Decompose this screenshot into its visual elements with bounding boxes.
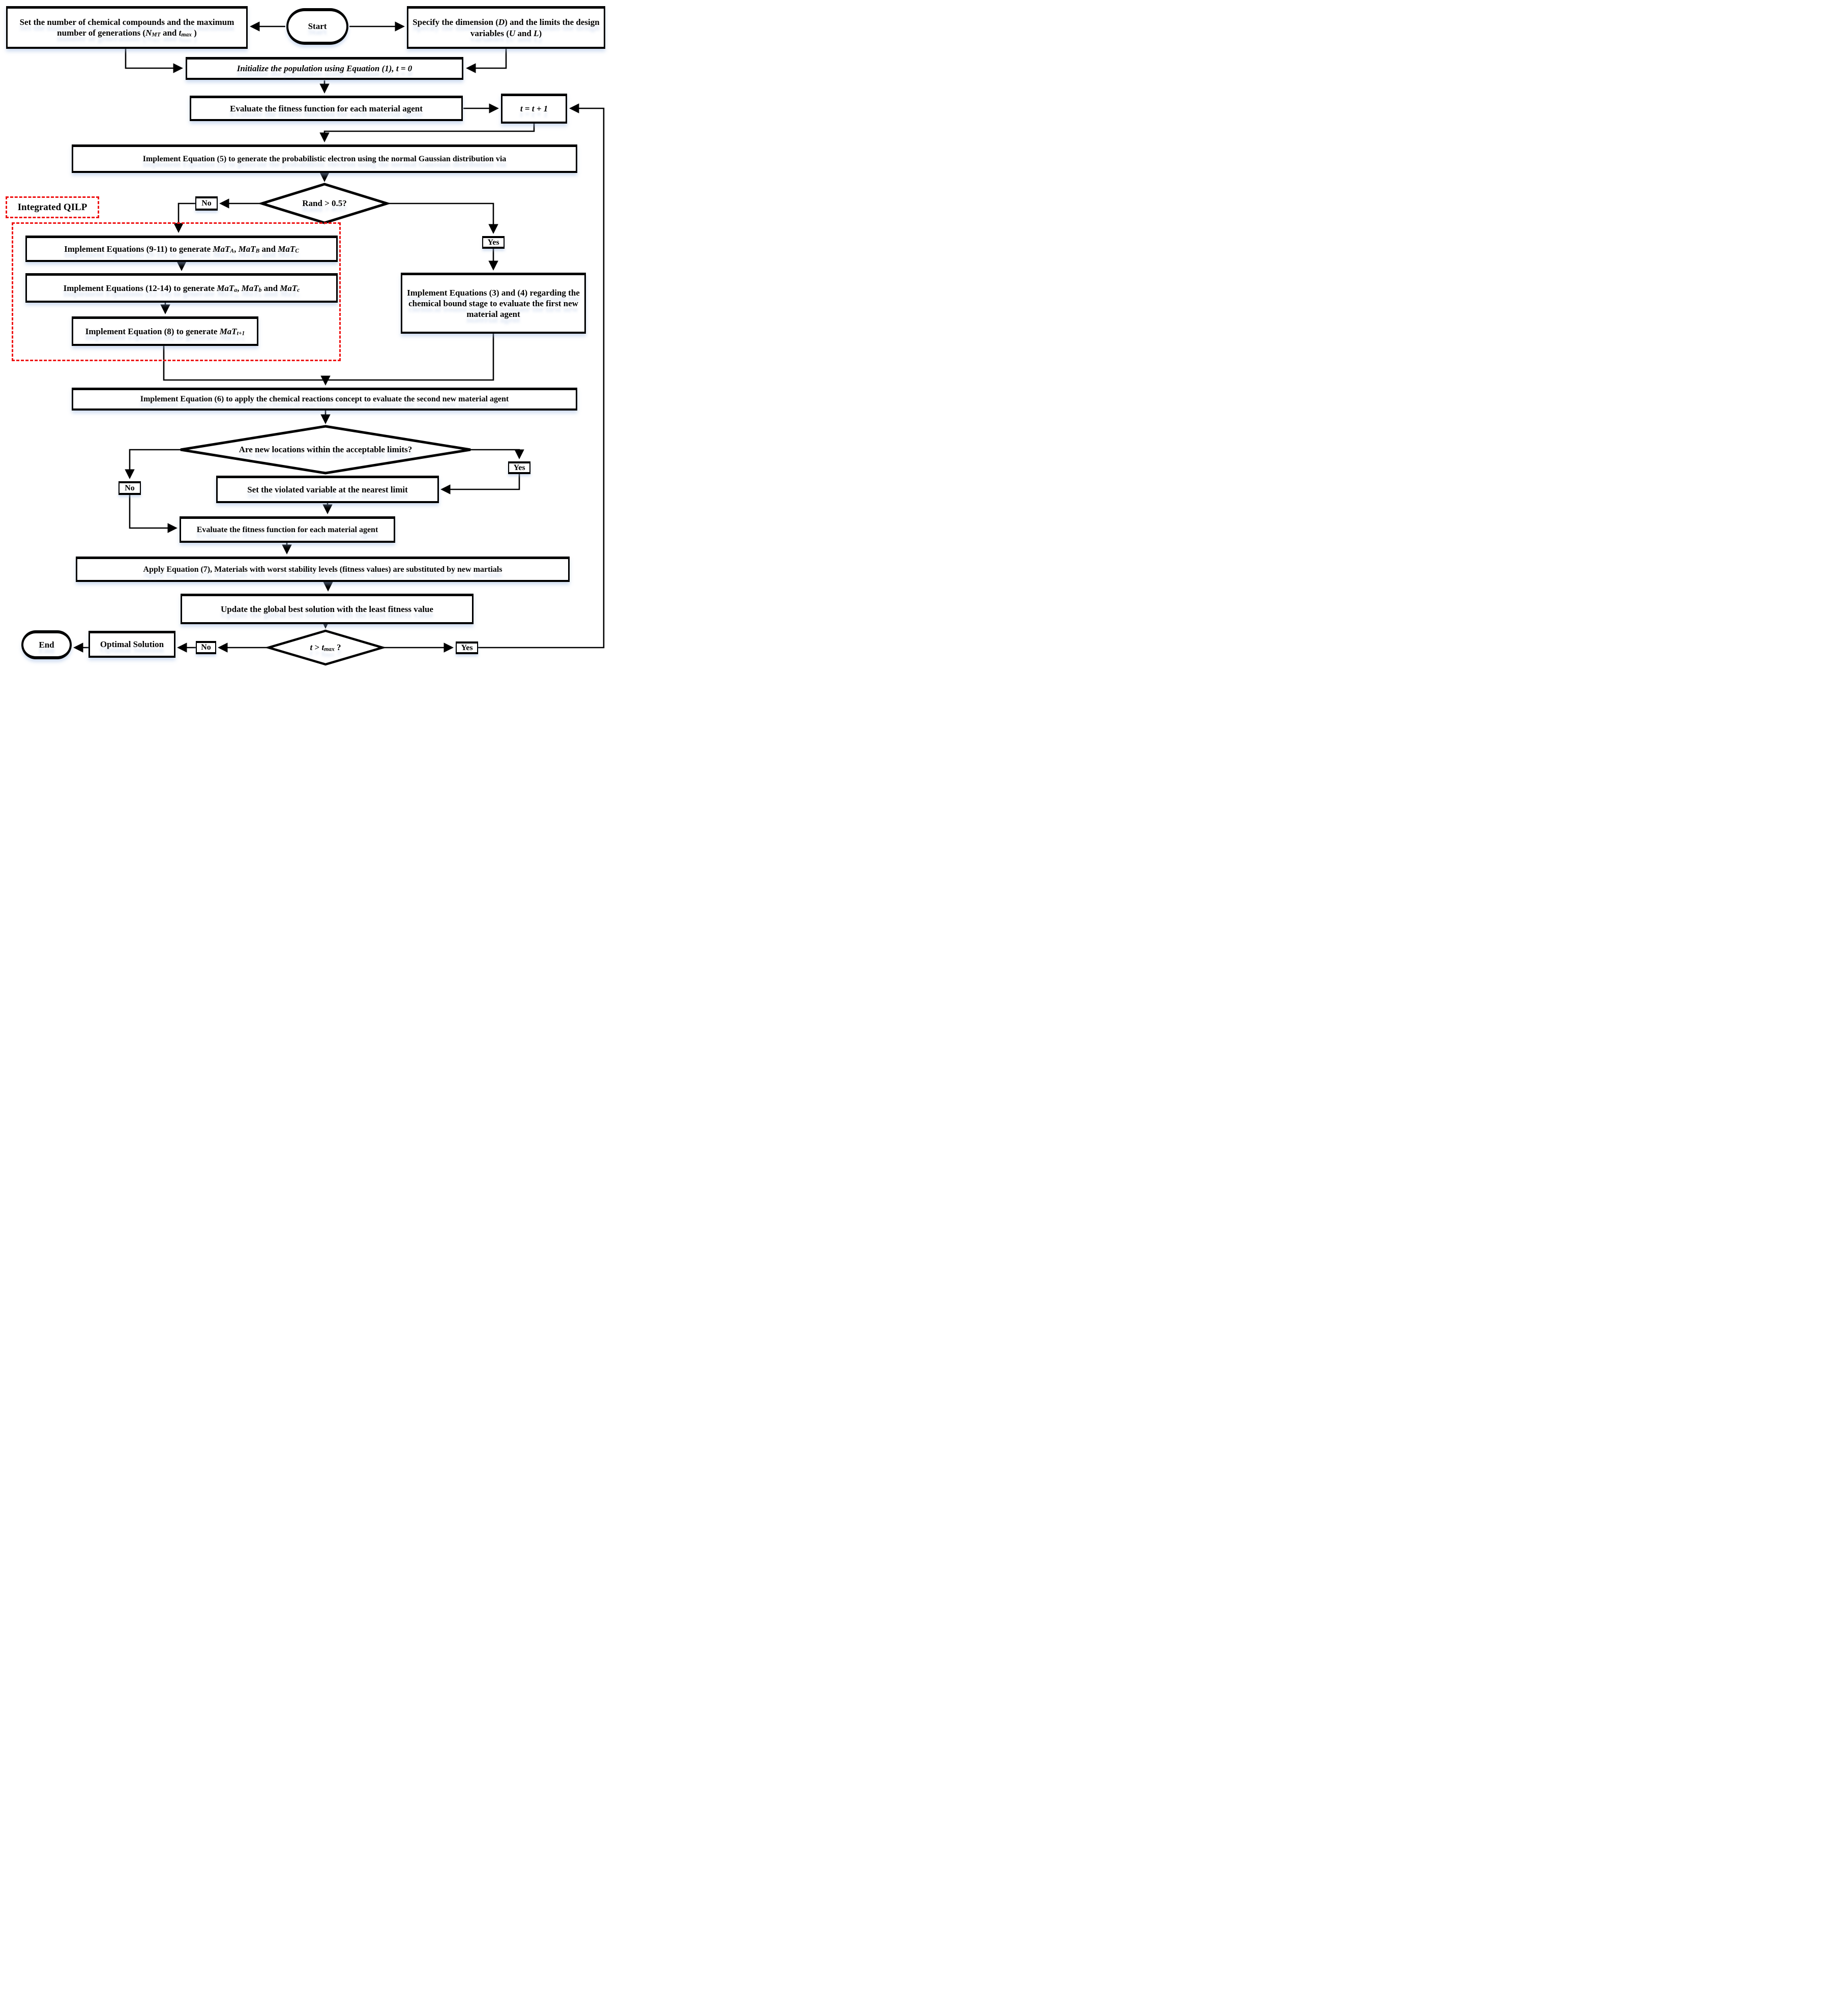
step-eq1214-text: Implement Equations (12-14) to generate …: [63, 283, 300, 293]
branch-yes-2: Yes: [508, 461, 530, 474]
step-eq8-text: Implement Equation (8) to generate MaTt+…: [85, 326, 245, 336]
step-set-compounds-text: Set the number of chemical compounds and…: [19, 17, 234, 38]
step-eq34-text: Implement Equations (3) and (4) regardin…: [407, 287, 580, 319]
step-optimal-solution-text: Optimal Solution: [100, 639, 164, 650]
connector-yes3-loop-to-tincrement: [478, 103, 605, 649]
step-evaluate-fitness-1-text: Evaluate the fitness function for each m…: [230, 103, 423, 113]
step-evaluate-fitness-1: Evaluate the fitness function for each m…: [190, 96, 463, 121]
branch-yes-1: Yes: [482, 236, 505, 249]
step-t-increment-text: t = t + 1: [520, 104, 548, 114]
step-eq911: Implement Equations (9-11) to generate M…: [25, 236, 338, 262]
step-eq5: Implement Equation (5) to generate the p…: [72, 144, 577, 173]
step-update-best-text: Update the global best solution with the…: [221, 604, 433, 614]
step-eq5-text: Implement Equation (5) to generate the p…: [142, 154, 507, 163]
connector-no1-to-eq911: [173, 202, 195, 233]
step-initialize-population-text: Initialize the population using Equation…: [237, 64, 412, 74]
step-specify-dimension-text: Specify the dimension (D) and the limits…: [412, 17, 600, 38]
decision-diamond-tmax: [264, 629, 387, 666]
branch-no-2-text: No: [125, 483, 135, 492]
flow-connectors: [73, 21, 605, 666]
connector-limits-to-no2: [125, 449, 181, 479]
step-eq6: Implement Equation (6) to apply the chem…: [72, 388, 577, 411]
decision-rand-label: Rand > 0.5?: [262, 195, 387, 212]
step-initialize-population: Initialize the population using Equation…: [186, 57, 463, 80]
connector-tincrement-to-eq5: [319, 124, 535, 142]
step-eq6-text: Implement Equation (6) to apply the chem…: [140, 395, 509, 403]
connector-rand-to-yes1: [387, 202, 498, 234]
branch-no-3: No: [196, 641, 216, 654]
step-eq1214: Implement Equations (12-14) to generate …: [25, 273, 338, 303]
step-eq911-text: Implement Equations (9-11) to generate M…: [64, 244, 299, 254]
decision-tmax-label: t > tmax ?: [275, 639, 376, 656]
branch-yes-1-text: Yes: [487, 238, 499, 247]
flowchart-canvas: Integrated QILP Start End Set the number…: [0, 0, 610, 672]
end-terminator: End: [21, 630, 72, 659]
step-eq7: Apply Equation (7), Materials with worst…: [76, 557, 570, 582]
decision-limits-label: Are new locations within the acceptable …: [193, 441, 458, 459]
connector-limits-to-yes2: [470, 449, 524, 459]
connector-specify-to-initialize: [466, 49, 507, 73]
qilp-region-label: Integrated QILP: [6, 196, 99, 218]
branch-no-3-text: No: [201, 643, 211, 652]
branch-yes-3: Yes: [456, 641, 478, 654]
connector-yes2-to-setviolated: [440, 474, 520, 494]
step-update-best: Update the global best solution with the…: [181, 594, 474, 624]
step-t-increment: t = t + 1: [501, 94, 567, 124]
start-label: Start: [308, 21, 327, 32]
connector-set-to-initialize: [125, 49, 183, 73]
step-set-violated-text: Set the violated variable at the nearest…: [247, 484, 408, 494]
branch-yes-2-text: Yes: [513, 463, 525, 472]
step-evaluate-fitness-2-text: Evaluate the fitness function for each m…: [196, 525, 378, 534]
end-label: End: [39, 639, 54, 650]
connector-no2-to-evaluate2: [129, 495, 178, 533]
step-eq8: Implement Equation (8) to generate MaTt+…: [72, 316, 258, 346]
decision-diamond-limits: [180, 425, 471, 475]
branch-no-1-text: No: [201, 199, 212, 208]
qilp-region-frame: [12, 222, 341, 361]
branch-no-1: No: [195, 196, 218, 211]
step-specify-dimension: Specify the dimension (D) and the limits…: [407, 6, 605, 49]
branch-no-2: No: [119, 481, 141, 495]
start-terminator: Start: [286, 8, 348, 45]
decision-rand-label-text: Rand > 0.5?: [302, 198, 347, 208]
step-optimal-solution: Optimal Solution: [88, 631, 175, 658]
branch-yes-3-text: Yes: [461, 643, 473, 652]
step-eq7-text: Apply Equation (7), Materials with worst…: [143, 565, 503, 574]
step-evaluate-fitness-2: Evaluate the fitness function for each m…: [180, 516, 395, 543]
step-set-violated: Set the violated variable at the nearest…: [216, 476, 439, 503]
decision-limits-label-text: Are new locations within the acceptable …: [239, 445, 412, 454]
step-eq34: Implement Equations (3) and (4) regardin…: [401, 273, 586, 334]
step-set-compounds: Set the number of chemical compounds and…: [6, 6, 248, 49]
qilp-region-label-text: Integrated QILP: [17, 201, 87, 213]
decision-tmax-label-text: t > tmax ?: [310, 642, 341, 653]
